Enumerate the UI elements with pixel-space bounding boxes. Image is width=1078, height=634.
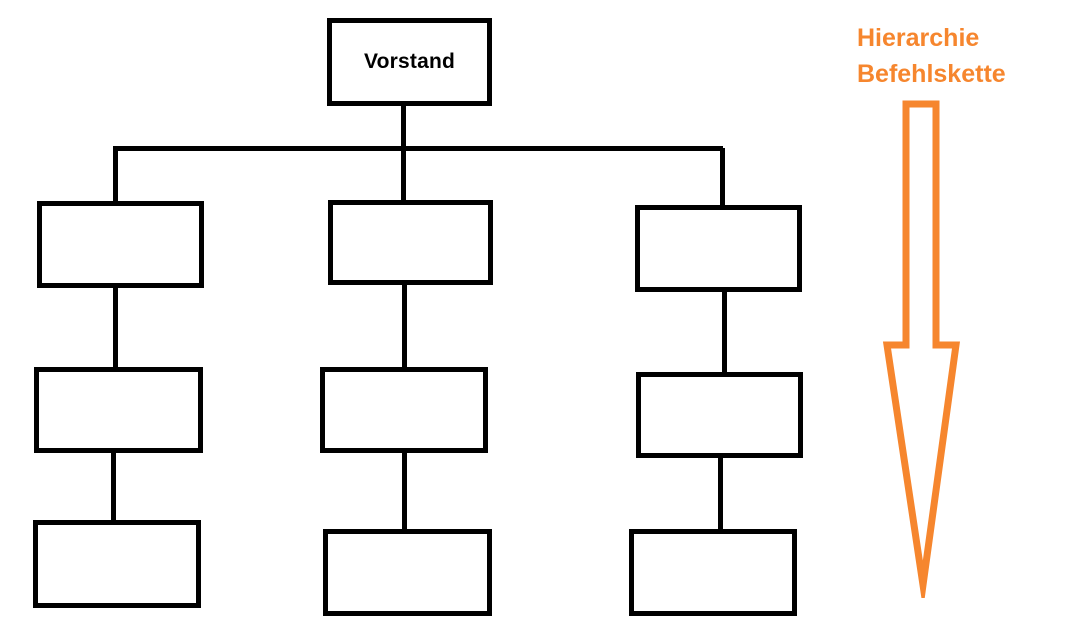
org-box-middle-3 [323, 529, 492, 616]
connector-left-2-3 [111, 453, 116, 520]
org-box-middle-1 [328, 200, 493, 285]
connector-middle-1-2 [402, 285, 407, 367]
org-box-right-1 [635, 205, 802, 292]
connector-rail-to-right [720, 148, 725, 207]
annotation-line-2: Befehlskette [857, 60, 1006, 88]
root-box-label: Vorstand [363, 50, 456, 73]
connector-middle-2-3 [402, 453, 407, 529]
connector-left-1-2 [113, 288, 118, 367]
org-box-left-1 [37, 201, 204, 288]
hierarchy-annotation: Hierarchie Befehlskette [857, 20, 1006, 92]
connector-rail-to-left [113, 146, 118, 203]
org-box-middle-2 [320, 367, 488, 453]
org-box-right-3 [629, 529, 797, 616]
root-box-vorstand: Vorstand [327, 18, 492, 106]
org-box-left-2 [34, 367, 203, 453]
connector-horizontal-rail [113, 146, 723, 151]
org-box-right-2 [636, 372, 803, 458]
annotation-line-1: Hierarchie [857, 24, 980, 52]
connector-right-1-2 [722, 292, 727, 372]
org-box-left-3 [33, 520, 201, 608]
connector-root-to-middle [401, 106, 406, 202]
connector-right-2-3 [718, 458, 723, 529]
down-arrow-icon [882, 100, 961, 598]
